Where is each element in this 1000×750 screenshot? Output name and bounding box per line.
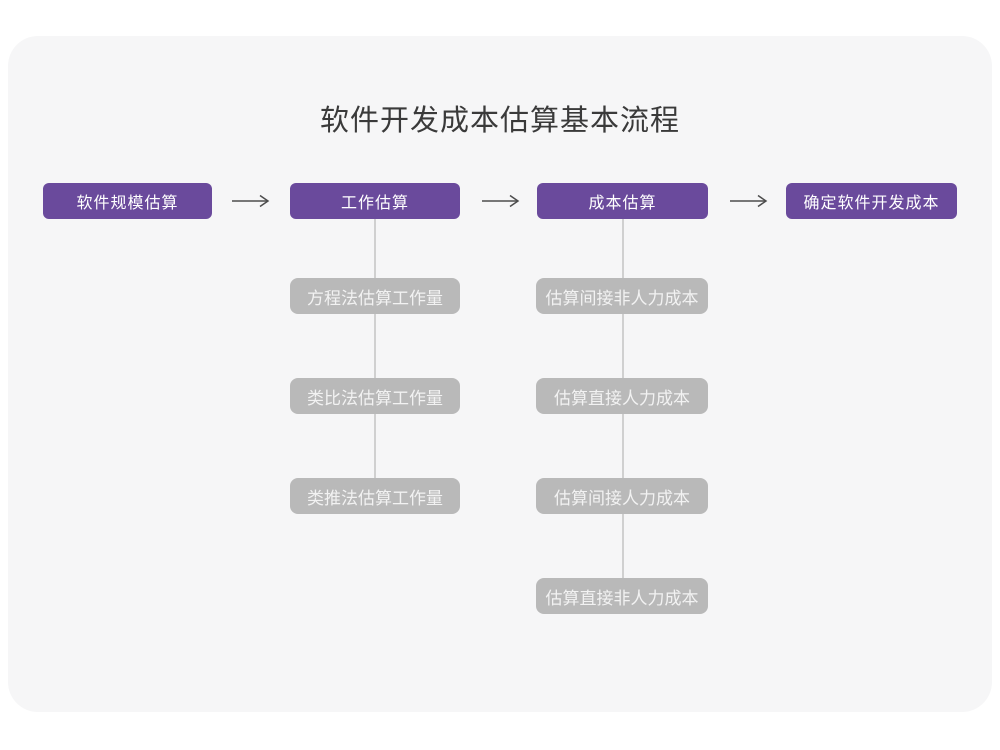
flow-node-label: 工作估算 bbox=[340, 195, 409, 212]
flow-node-label: 软件规模估算 bbox=[76, 195, 179, 212]
sub-node-label: 估算直接非人力成本 bbox=[545, 588, 699, 608]
connector-line-work-column bbox=[374, 219, 376, 496]
sub-node-label: 估算间接人力成本 bbox=[554, 488, 690, 508]
flow-node-cost-estimation: 成本估算 bbox=[537, 183, 708, 219]
sub-node-direct-labor-cost: 估算直接人力成本 bbox=[536, 378, 708, 414]
sub-node-equation-method: 方程法估算工作量 bbox=[290, 278, 460, 314]
sub-node-label: 估算间接非人力成本 bbox=[545, 288, 699, 308]
sub-node-label: 估算直接人力成本 bbox=[554, 388, 690, 408]
diagram-card bbox=[8, 36, 992, 712]
sub-node-indirect-labor-cost: 估算间接人力成本 bbox=[536, 478, 708, 514]
flow-node-software-scale-estimation: 软件规模估算 bbox=[43, 183, 212, 219]
flow-node-determine-development-cost: 确定软件开发成本 bbox=[786, 183, 957, 219]
flow-node-label: 确定软件开发成本 bbox=[803, 195, 940, 212]
sub-node-label: 方程法估算工作量 bbox=[307, 288, 443, 308]
flow-node-work-estimation: 工作估算 bbox=[290, 183, 460, 219]
arrow-right-icon bbox=[729, 194, 769, 208]
arrow-right-icon bbox=[481, 194, 521, 208]
sub-node-analogy-method: 类比法估算工作量 bbox=[290, 378, 460, 414]
arrow-right-icon bbox=[231, 194, 271, 208]
sub-node-extrapolation-method: 类推法估算工作量 bbox=[290, 478, 460, 514]
sub-node-label: 类推法估算工作量 bbox=[307, 488, 443, 508]
flow-node-label: 成本估算 bbox=[588, 195, 657, 212]
diagram-title: 软件开发成本估算基本流程 bbox=[319, 105, 680, 137]
sub-node-direct-non-labor-cost: 估算直接非人力成本 bbox=[536, 578, 708, 614]
sub-node-label: 类比法估算工作量 bbox=[307, 388, 443, 408]
sub-node-indirect-non-labor-cost: 估算间接非人力成本 bbox=[536, 278, 708, 314]
